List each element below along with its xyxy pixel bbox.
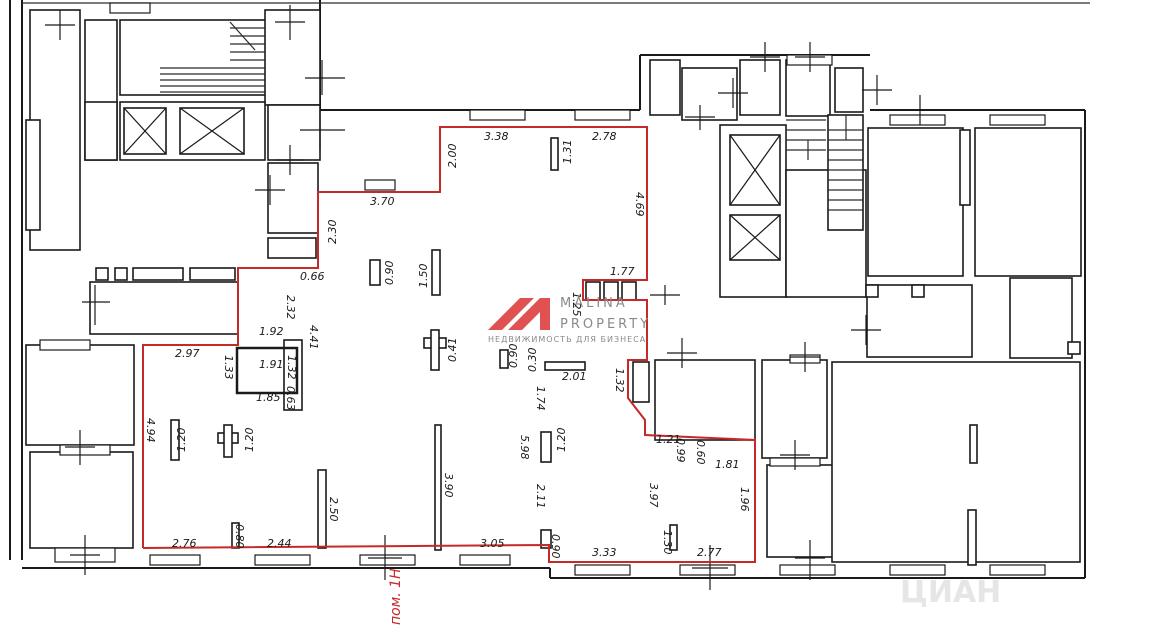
dim-label: 2.32 bbox=[284, 295, 297, 320]
dim-label: 0.90 bbox=[383, 261, 396, 286]
elevator-left bbox=[123, 107, 245, 155]
dim-label: 3.90 bbox=[442, 473, 455, 498]
axis-markers bbox=[45, 5, 921, 590]
stairs-left bbox=[160, 21, 265, 93]
dim-label: 1.85 bbox=[256, 391, 281, 404]
dim-label: 2.78 bbox=[592, 130, 617, 143]
dim-label: 1.32 bbox=[285, 355, 298, 380]
dim-label: 0.90 bbox=[549, 534, 562, 559]
unit-boundary bbox=[142, 126, 756, 563]
dim-label: 2.30 bbox=[326, 220, 339, 245]
dim-label: 4.41 bbox=[307, 325, 320, 350]
dim-label: 0.90 bbox=[507, 344, 520, 369]
logo-tagline: НЕДВИЖИМОСТЬ ДЛЯ БИЗНЕСА bbox=[488, 335, 646, 344]
dim-label: 3.38 bbox=[484, 130, 509, 143]
dim-label: 1.32 bbox=[613, 368, 626, 393]
dim-label: 1.77 bbox=[610, 265, 635, 278]
dim-label: 1.92 bbox=[259, 325, 284, 338]
dim-label: 0.80 bbox=[233, 524, 246, 549]
elevator-right bbox=[729, 134, 781, 261]
dim-label: 2.97 bbox=[175, 347, 200, 360]
dim-label: 1.96 bbox=[738, 487, 751, 512]
dim-label: 4.94 bbox=[144, 418, 157, 443]
stairs-right bbox=[786, 114, 864, 231]
dim-label: 1.81 bbox=[715, 458, 740, 471]
dim-label: 1.30 bbox=[661, 530, 674, 555]
right-core bbox=[649, 59, 1082, 563]
dim-label: 1.50 bbox=[417, 264, 430, 289]
left-slots bbox=[95, 267, 236, 281]
dim-label: 0.63 bbox=[284, 386, 297, 411]
dim-label: 0.30 bbox=[526, 348, 539, 373]
dim-label: 2.01 bbox=[562, 370, 587, 383]
logo-mark bbox=[488, 298, 534, 330]
dim-label: 1.20 bbox=[555, 428, 568, 453]
dim-label: 1.74 bbox=[534, 386, 547, 411]
dim-label: 4.69 bbox=[633, 192, 646, 217]
unit-label: пом. 1Н bbox=[388, 568, 404, 625]
dim-label: 3.05 bbox=[480, 537, 505, 550]
dim-label: 2.11 bbox=[534, 484, 547, 509]
dim-label: 2.44 bbox=[267, 537, 292, 550]
dim-label: 1.20 bbox=[243, 428, 256, 453]
dim-label: 3.70 bbox=[370, 195, 395, 208]
dim-label: 2.76 bbox=[172, 537, 197, 550]
dim-label: 1.20 bbox=[175, 428, 188, 453]
logo-name: MALINA bbox=[560, 296, 628, 311]
watermark: ЦИАН bbox=[900, 575, 1001, 610]
dim-label: 1.33 bbox=[222, 355, 235, 380]
dim-label: 3.97 bbox=[647, 483, 660, 508]
dim-label: 2.00 bbox=[446, 144, 459, 169]
dim-label: 0.60 bbox=[694, 440, 707, 465]
dim-label: 1.21 bbox=[656, 433, 681, 446]
dim-label: 2.50 bbox=[327, 497, 340, 522]
dim-label: 0.41 bbox=[446, 338, 459, 363]
dim-label: 1.91 bbox=[259, 358, 284, 371]
logo-sub: PROPERTY bbox=[560, 317, 651, 332]
dim-label: 1.31 bbox=[561, 140, 574, 165]
dim-label: 5.98 bbox=[518, 435, 531, 460]
dim-label: 0.99 bbox=[674, 438, 687, 463]
dim-label: 1.25 bbox=[570, 292, 583, 317]
dim-label: 0.66 bbox=[300, 270, 325, 283]
left-core bbox=[25, 9, 321, 549]
dim-label: 2.77 bbox=[697, 546, 722, 559]
dim-label: 3.33 bbox=[592, 546, 617, 559]
dimension-labels: 3.38 2.78 1.31 2.00 4.69 3.70 2.30 0.66 … bbox=[144, 130, 751, 559]
brand-logo: MALINA PROPERTY НЕДВИЖИМОСТЬ ДЛЯ БИЗНЕСА bbox=[488, 296, 651, 344]
